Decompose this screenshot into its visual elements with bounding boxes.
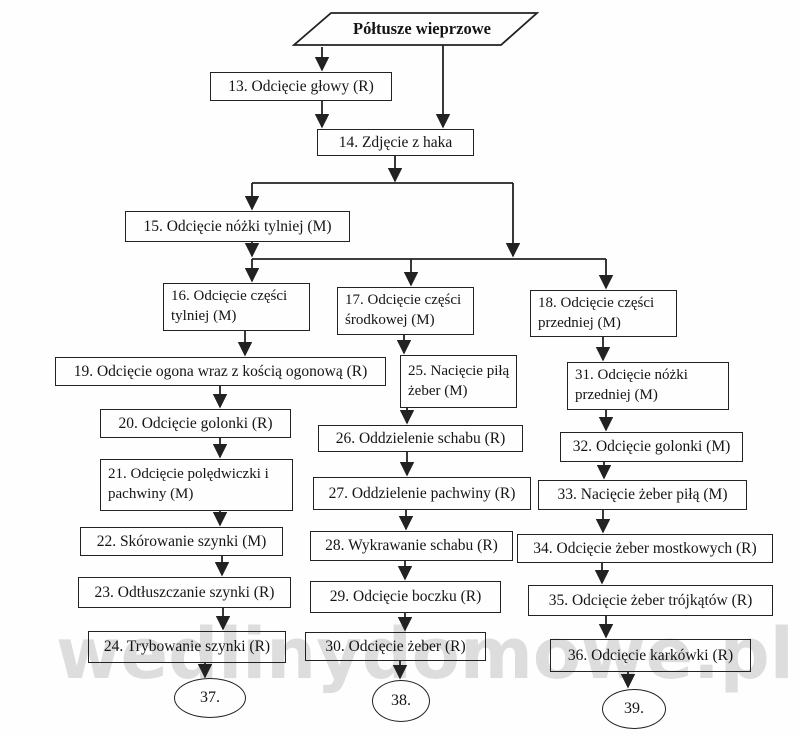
terminal-38: 38.	[372, 680, 430, 722]
node-35: 35. Odcięcie żeber trójkątów (R)	[528, 585, 773, 616]
node-15: 15. Odcięcie nóżki tylniej (M)	[125, 211, 350, 242]
node-21: 21. Odcięcie polędwiczki i pachwiny (M)	[100, 459, 293, 511]
node-17: 17. Odcięcie części środkowej (M)	[337, 287, 474, 335]
node-13: 13. Odcięcie głowy (R)	[210, 72, 392, 101]
start-parallelogram-shape	[291, 12, 540, 46]
terminal-37: 37.	[174, 678, 246, 718]
node-25: 25. Nacięcie piłą żeber (M)	[400, 355, 517, 408]
node-14: 14. Zdjęcie z haka	[317, 129, 474, 156]
node-19: 19. Odcięcie ogona wraz z kością ogonową…	[55, 357, 386, 386]
node-31: 31. Odcięcie nóżki przedniej (M)	[567, 362, 729, 410]
node-36: 36. Odcięcie karkówki (R)	[550, 639, 751, 672]
node-27: 27. Oddzielenie pachwiny (R)	[313, 477, 531, 510]
node-23: 23. Odtłuszczanie szynki (R)	[78, 577, 291, 608]
node-34: 34. Odcięcie żeber mostkowych (R)	[517, 534, 773, 563]
node-29: 29. Odcięcie boczku (R)	[310, 581, 501, 613]
watermark-text: wedlinydomowe.pl	[56, 613, 794, 695]
node-26: 26. Oddzielenie schabu (R)	[318, 425, 523, 452]
node-18: 18. Odcięcie części przedniej (M)	[530, 290, 677, 337]
node-24: 24. Trybowanie szynki (R)	[88, 631, 286, 663]
start-node-label: Półtusze wieprzowe	[353, 19, 491, 38]
terminal-39: 39.	[602, 689, 666, 729]
node-28: 28. Wykrawanie schabu (R)	[310, 531, 513, 561]
node-22: 22. Skórowanie szynki (M)	[80, 527, 283, 556]
node-32: 32. Odcięcie golonki (M)	[560, 432, 743, 462]
node-16: 16. Odcięcie części tylniej (M)	[163, 283, 310, 331]
node-33: 33. Nacięcie żeber piłą (M)	[538, 480, 747, 510]
node-20: 20. Odcięcie golonki (R)	[100, 409, 291, 438]
node-30: 30. Odcięcie żeber (R)	[305, 632, 486, 661]
